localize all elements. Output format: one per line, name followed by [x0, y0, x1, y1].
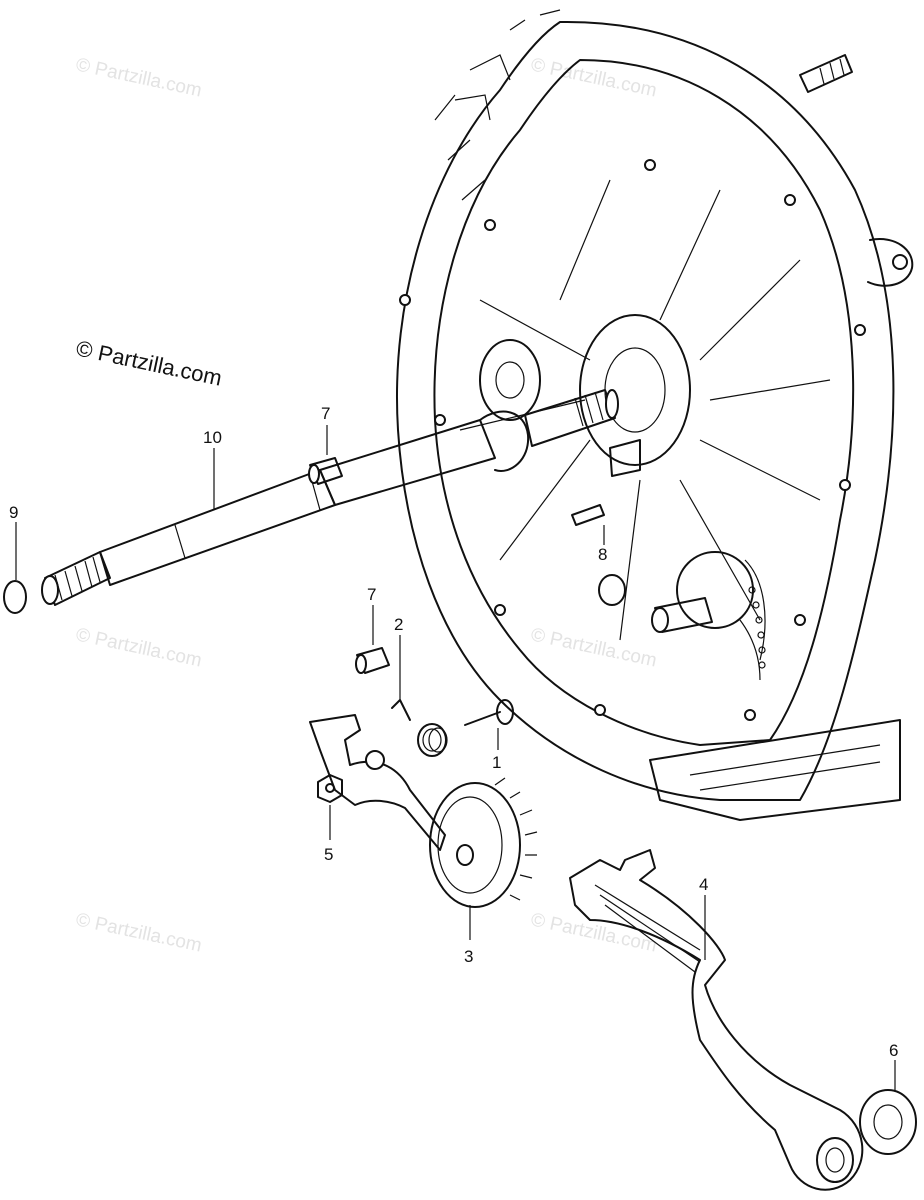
callout-7-lower: 7: [367, 585, 376, 604]
watermark-mid-right: © Partzilla.com: [529, 624, 659, 671]
watermark-top-right: © Partzilla.com: [529, 54, 659, 101]
watermark-bottom-left: © Partzilla.com: [74, 909, 204, 956]
callout-10: 10: [203, 428, 222, 447]
callout-1: 1: [492, 753, 501, 772]
crankcase-cover: [396, 9, 914, 821]
callout-7-upper: 7: [321, 404, 330, 423]
callout-4: 4: [699, 875, 708, 894]
callout-5: 5: [324, 845, 333, 864]
watermark-bottom-right: © Partzilla.com: [529, 909, 659, 956]
part-1-bolt: [464, 699, 514, 726]
part-2-spring: [391, 699, 448, 757]
part-7-dowel-upper: [308, 457, 343, 485]
part-3-ratchet: [309, 714, 538, 908]
callout-6: 6: [889, 1041, 898, 1060]
callout-9: 9: [9, 503, 18, 522]
part-6-washer: [859, 1089, 917, 1155]
watermark-layer: © Partzilla.com © Partzilla.com © Partzi…: [74, 54, 659, 956]
part-8-pin: [571, 504, 605, 526]
leader-lines: [15, 425, 896, 1092]
watermark-mid-left: © Partzilla.com: [74, 624, 204, 671]
watermark-top-left: © Partzilla.com: [74, 54, 204, 101]
part-4-kick-arm: [569, 849, 864, 1191]
watermark-dark: © Partzilla.com: [74, 335, 224, 390]
callouts: 9 10 7 7 2 1 8 5 3 4 6: [9, 404, 898, 1060]
callout-3: 3: [464, 947, 473, 966]
part-9-o-ring: [3, 580, 27, 614]
callout-2: 2: [394, 615, 403, 634]
part-10-kick-spindle: [41, 389, 619, 606]
callout-8: 8: [598, 545, 607, 564]
part-7-dowel-lower: [355, 647, 390, 674]
